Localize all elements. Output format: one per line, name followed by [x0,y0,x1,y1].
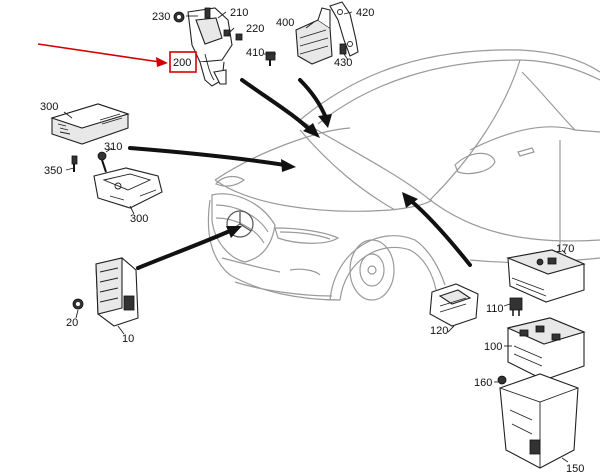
highlight-box [169,51,197,73]
part-150-housing [499,373,579,469]
part-300-bracket-lower [93,167,163,209]
label-420: 420 [356,7,374,19]
part-160-clip [497,375,507,385]
pointer-arrows [128,78,472,270]
part-400-bracket [295,7,333,65]
label-20: 20 [66,317,78,329]
label-10: 10 [122,333,134,345]
car-outline [207,49,600,301]
part-120-connector [429,283,479,327]
part-labels: 230 210 220 200 400 420 410 430 300 350 … [40,7,584,475]
label-400: 400 [276,17,294,29]
label-430: 430 [334,57,352,69]
part-350-sensor [71,155,78,172]
label-310: 310 [104,141,122,153]
label-160: 160 [474,377,492,389]
part-110-relay [509,297,523,316]
label-120: 120 [430,325,448,337]
part-420-bracket [329,1,359,57]
label-170: 170 [556,243,574,255]
highlight-arrow [37,43,168,67]
part-310-bolt [97,151,107,173]
label-110: 110 [486,303,504,315]
label-200: 200 [173,57,191,69]
label-100: 100 [484,341,502,353]
part-10-module [95,257,139,327]
label-230: 230 [152,11,170,23]
leader-lines [63,11,569,463]
part-230-nut [173,11,185,23]
label-220: 220 [246,23,264,35]
part-300-ecu-upper [50,103,130,145]
label-210: 210 [230,7,248,19]
part-200-module [187,7,243,87]
part-410-screw [265,51,276,66]
label-300-upper: 300 [40,101,58,113]
label-150: 150 [566,463,584,475]
part-430-clip [339,43,347,55]
label-410: 410 [246,47,264,59]
part-20-nut [72,298,84,310]
label-300-lower: 300 [130,213,148,225]
part-100-fuse-box [506,317,586,381]
label-350: 350 [44,165,62,177]
part-170-fuse-cover [506,249,586,303]
